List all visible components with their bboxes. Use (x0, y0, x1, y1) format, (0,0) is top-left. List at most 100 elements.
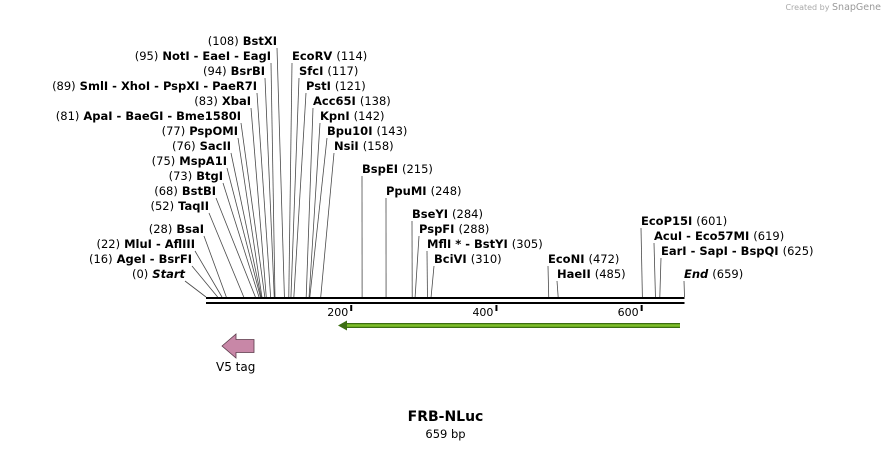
site-enzyme: XbaI (218, 94, 251, 108)
site-position: (94) (203, 64, 227, 78)
site-leader-line (184, 280, 207, 298)
site-position: (0) (132, 267, 148, 281)
site-enzyme: HaeII (557, 267, 595, 281)
site-enzyme: AcuI - Eco57MI (654, 229, 753, 243)
site-enzyme: Start (148, 267, 185, 281)
site-enzyme: NotI - EaeI - EagI (158, 49, 271, 63)
site-leader-line (256, 92, 272, 298)
site-label: Bpu10I (143) (327, 124, 407, 138)
site-leader-line (203, 235, 227, 298)
site-position: (75) (152, 154, 176, 168)
site-label: PpuMI (248) (386, 184, 462, 198)
site-position: (52) (150, 199, 174, 213)
site-label: BciVI (310) (434, 252, 502, 266)
site-enzyme: BstXI (239, 34, 277, 48)
snapgene-credit: Created by SnapGene (785, 2, 881, 13)
site-enzyme: EcoNI (548, 252, 588, 266)
site-position: (121) (335, 79, 366, 93)
site-enzyme: SmlI - XhoI - PspXI - PaeR7I (76, 79, 257, 93)
site-position: (310) (471, 252, 502, 266)
site-label: (108) BstXI (208, 34, 277, 48)
site-position: (142) (354, 109, 385, 123)
site-enzyme: AgeI - BsrFI (113, 252, 192, 266)
site-leader-line (288, 62, 293, 298)
site-enzyme: Bpu10I (327, 124, 376, 138)
site-leader-line (320, 152, 335, 298)
site-position: (117) (327, 64, 358, 78)
construct-size: 659 bp (425, 427, 466, 441)
site-position: (248) (431, 184, 462, 198)
site-position: (28) (149, 222, 173, 236)
site-label: (68) BstBI (154, 184, 216, 198)
site-labels: (108) BstXI(95) NotI - EaeI - EagI(94) B… (52, 34, 813, 281)
site-leader-line (237, 137, 263, 298)
site-leader-line (276, 47, 285, 298)
construct-name: FRB-NLuc (407, 409, 484, 425)
site-enzyme: BsrBI (227, 64, 265, 78)
site-enzyme: End (684, 267, 712, 281)
ruler-ticks: 200 400 600 (327, 305, 643, 319)
site-leader-line (215, 197, 256, 298)
site-position: (215) (402, 162, 433, 176)
site-enzyme: BciVI (434, 252, 471, 266)
site-position: (89) (52, 79, 76, 93)
site-label: (28) BsaI (149, 222, 204, 236)
site-label: EcoRV (114) (292, 49, 367, 63)
site-enzyme: MluI - AflIII (120, 237, 195, 251)
site-position: (288) (458, 222, 489, 236)
site-leader-line (270, 62, 276, 298)
nluc-arrow-head (338, 320, 347, 331)
site-label: (16) AgeI - BsrFI (89, 252, 192, 266)
ruler-tick-label: 600 (618, 306, 639, 319)
site-label: (83) XbaI (194, 94, 251, 108)
site-leader-line (290, 77, 300, 298)
site-label: PspFI (288) (419, 222, 489, 236)
site-position: (284) (452, 207, 483, 221)
site-position: (83) (194, 94, 218, 108)
site-leader-line (230, 152, 262, 298)
site-position: (625) (783, 244, 814, 258)
site-leader-line (293, 92, 307, 298)
site-enzyme: SacII (196, 139, 231, 153)
ruler-tick-label: 400 (472, 306, 493, 319)
site-label: (81) ApaI - BaeGI - Bme1580I (56, 109, 241, 123)
site-leader-line (659, 257, 662, 298)
nluc-feature-arrow (338, 320, 680, 331)
sequence-backbone (206, 297, 685, 304)
site-label: EcoNI (472) (548, 252, 619, 266)
site-enzyme: PspFI (419, 222, 458, 236)
site-leader-line (240, 122, 266, 298)
site-label: KpnI (142) (320, 109, 385, 123)
site-leader-line (430, 265, 435, 298)
site-enzyme: BtgI (192, 169, 223, 183)
site-leader-line (191, 265, 218, 298)
site-leader-line (194, 250, 223, 298)
site-leader-line (250, 107, 267, 298)
site-label: End (659) (684, 267, 743, 281)
site-enzyme: PspOMI (185, 124, 238, 138)
site-enzyme: TaqII (174, 199, 209, 213)
ruler-tick-label: 200 (327, 306, 348, 319)
site-label: (73) BtgI (169, 169, 223, 183)
site-position: (76) (172, 139, 196, 153)
site-position: (659) (712, 267, 743, 281)
site-position: (114) (336, 49, 367, 63)
site-leader-line (226, 167, 261, 298)
site-position: (73) (169, 169, 193, 183)
site-label: NsiI (158) (334, 139, 394, 153)
site-position: (158) (363, 139, 394, 153)
site-enzyme: BseYI (412, 207, 452, 221)
site-position: (22) (96, 237, 120, 251)
site-position: (619) (753, 229, 784, 243)
site-enzyme: Acc65I (313, 94, 360, 108)
site-leader-line (264, 77, 275, 298)
site-leader-line (222, 182, 260, 298)
site-position: (68) (154, 184, 178, 198)
site-label: BspEI (215) (362, 162, 433, 176)
site-label: PstI (121) (306, 79, 366, 93)
site-label: BseYI (284) (412, 207, 483, 221)
site-enzyme: NsiI (334, 139, 363, 153)
site-label: SfcI (117) (299, 64, 358, 78)
site-leader-line (683, 280, 685, 298)
